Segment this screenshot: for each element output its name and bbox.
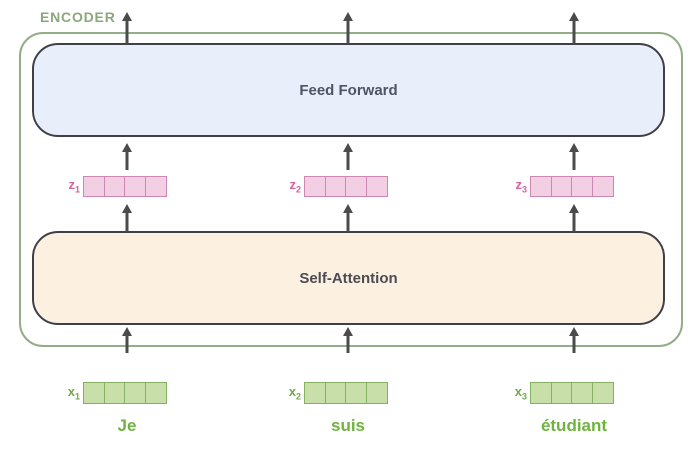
- x1-label: x1: [67, 383, 80, 402]
- z3-cells: [530, 176, 614, 197]
- z2-cells: [304, 176, 388, 197]
- x1-cells: [83, 382, 167, 404]
- z2-vector: z2: [277, 176, 388, 197]
- self-attention-label: Self-Attention: [299, 269, 398, 287]
- arrow-up-icon: [340, 12, 356, 44]
- arrow-up-icon: [340, 327, 356, 353]
- arrow-up-icon: [566, 143, 582, 170]
- arrow-up-icon: [566, 12, 582, 44]
- z3-vector: z3: [503, 176, 614, 197]
- arrow-up-icon: [119, 204, 135, 232]
- arrow-up-icon: [340, 143, 356, 170]
- arrow-up-icon: [119, 143, 135, 170]
- arrow-up-icon: [566, 327, 582, 353]
- x2-label: x2: [288, 383, 301, 402]
- x3-vector: x3: [503, 382, 614, 404]
- self-attention-block: Self-Attention: [32, 231, 665, 325]
- x3-cells: [530, 382, 614, 404]
- z2-label: z2: [289, 177, 301, 195]
- arrow-up-icon: [566, 204, 582, 232]
- x2-vector: x2: [277, 382, 388, 404]
- input-word-etudiant: étudiant: [540, 416, 608, 435]
- x1-vector: x1: [56, 382, 167, 404]
- x3-label: x3: [514, 383, 527, 402]
- arrow-up-icon: [119, 12, 135, 44]
- z1-cells: [83, 176, 167, 197]
- encoder-label: ENCODER: [40, 9, 116, 25]
- z3-label: z3: [515, 177, 527, 195]
- x2-cells: [304, 382, 388, 404]
- z1-vector: z1: [56, 176, 167, 197]
- feed-forward-block: Feed Forward: [32, 43, 665, 137]
- arrow-up-icon: [119, 327, 135, 353]
- input-word-je: Je: [117, 416, 137, 435]
- encoder-outer-box: [19, 32, 683, 347]
- input-word-suis: suis: [330, 416, 366, 435]
- arrow-up-icon: [340, 204, 356, 232]
- z1-label: z1: [68, 177, 80, 195]
- feed-forward-label: Feed Forward: [299, 81, 398, 99]
